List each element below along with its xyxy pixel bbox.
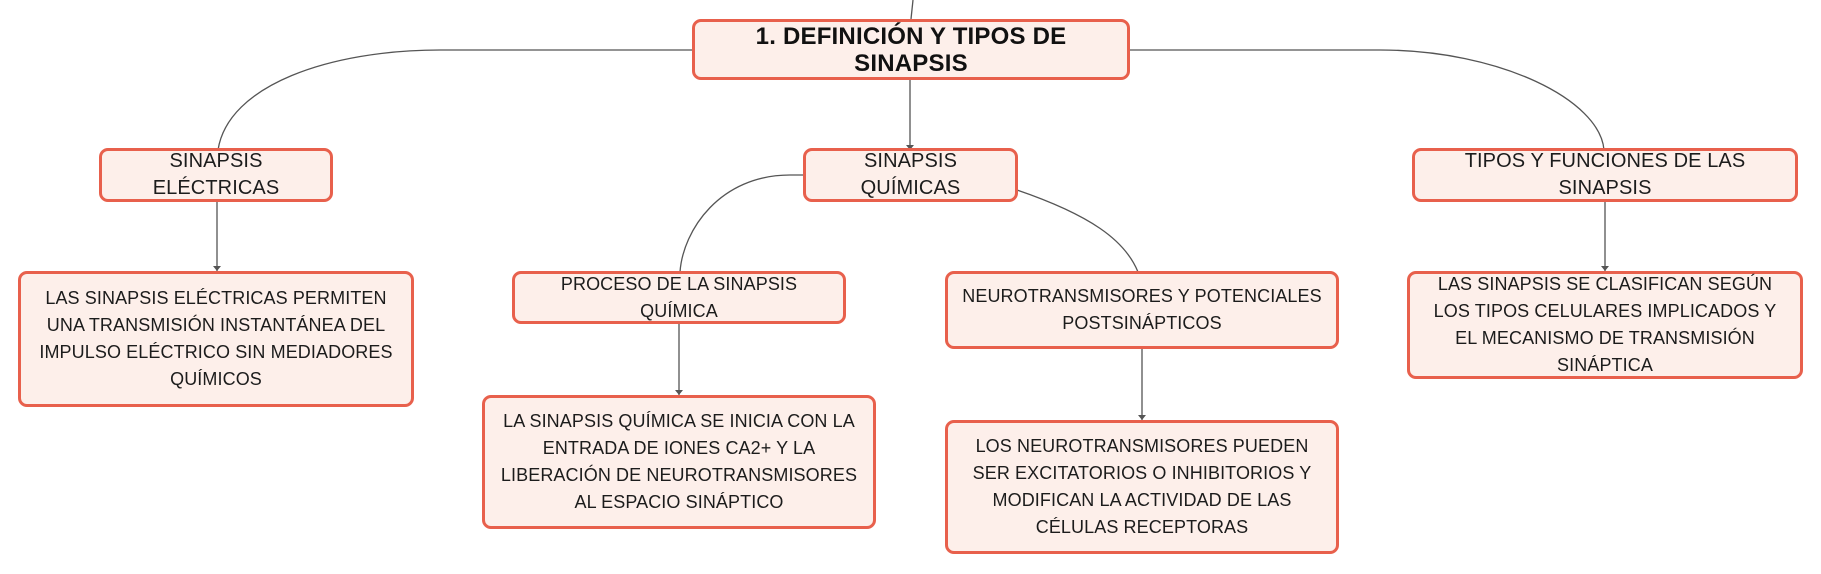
subtopic-electricas-detail[interactable]: LAS SINAPSIS ELÉCTRICAS PERMITEN UNA TRA… bbox=[18, 271, 414, 407]
connector-root-to-tipos bbox=[1130, 49, 1605, 151]
detail-proceso-sinapsis-quimica[interactable]: LA SINAPSIS QUÍMICA SE INICIA CON LA ENT… bbox=[482, 395, 876, 529]
topic-label: SINAPSIS QUÍMICAS bbox=[860, 150, 961, 199]
subtopic-neurotransmisores-potenciales[interactable]: NEUROTRANSMISORES Y POTENCIALES POSTSINÁ… bbox=[945, 271, 1339, 349]
topic-sinapsis-quimicas[interactable]: SINAPSIS QUÍMICAS bbox=[803, 148, 1018, 202]
topic-label: TIPOS Y FUNCIONES DE LAS SINAPSIS bbox=[1464, 150, 1746, 199]
detail-label: LOS NEUROTRANSMISORES PUEDEN SER EXCITAT… bbox=[972, 436, 1312, 537]
connector-parent-to-root bbox=[910, 0, 914, 20]
root-node-label: 1. DEFINICIÓN Y TIPOS DE SINAPSIS bbox=[755, 22, 1067, 77]
arrowhead-neuro-detail bbox=[1138, 415, 1146, 420]
arrowhead-tipos-detail bbox=[1601, 266, 1609, 271]
connector-quimicas-to-proceso bbox=[679, 174, 803, 273]
topic-sinapsis-electricas[interactable]: SINAPSIS ELÉCTRICAS bbox=[99, 148, 333, 202]
arrowhead-proceso-detail bbox=[675, 390, 683, 395]
arrowhead-root-quimicas bbox=[906, 145, 914, 150]
subtopic-proceso-sinapsis-quimica[interactable]: PROCESO DE LA SINAPSIS QUÍMICA bbox=[512, 271, 846, 324]
subtopic-tipos-detail[interactable]: LAS SINAPSIS SE CLASIFICAN SEGÚN LOS TIP… bbox=[1407, 271, 1803, 379]
subtopic-label: PROCESO DE LA SINAPSIS QUÍMICA bbox=[560, 273, 798, 321]
subtopic-label: LAS SINAPSIS ELÉCTRICAS PERMITEN UNA TRA… bbox=[39, 288, 393, 389]
detail-label: LA SINAPSIS QUÍMICA SE INICIA CON LA ENT… bbox=[500, 411, 858, 512]
topic-tipos-y-funciones[interactable]: TIPOS Y FUNCIONES DE LAS SINAPSIS bbox=[1412, 148, 1798, 202]
subtopic-label: NEUROTRANSMISORES Y POTENCIALES POSTSINÁ… bbox=[962, 286, 1322, 333]
connector-root-to-electricas bbox=[217, 49, 692, 151]
topic-label: SINAPSIS ELÉCTRICAS bbox=[152, 150, 280, 199]
connector-quimicas-to-neuro bbox=[1016, 189, 1139, 273]
root-node[interactable]: 1. DEFINICIÓN Y TIPOS DE SINAPSIS bbox=[692, 19, 1130, 80]
detail-neurotransmisores[interactable]: LOS NEUROTRANSMISORES PUEDEN SER EXCITAT… bbox=[945, 420, 1339, 554]
subtopic-label: LAS SINAPSIS SE CLASIFICAN SEGÚN LOS TIP… bbox=[1433, 274, 1777, 375]
arrowhead-electricas-detail bbox=[213, 266, 221, 271]
